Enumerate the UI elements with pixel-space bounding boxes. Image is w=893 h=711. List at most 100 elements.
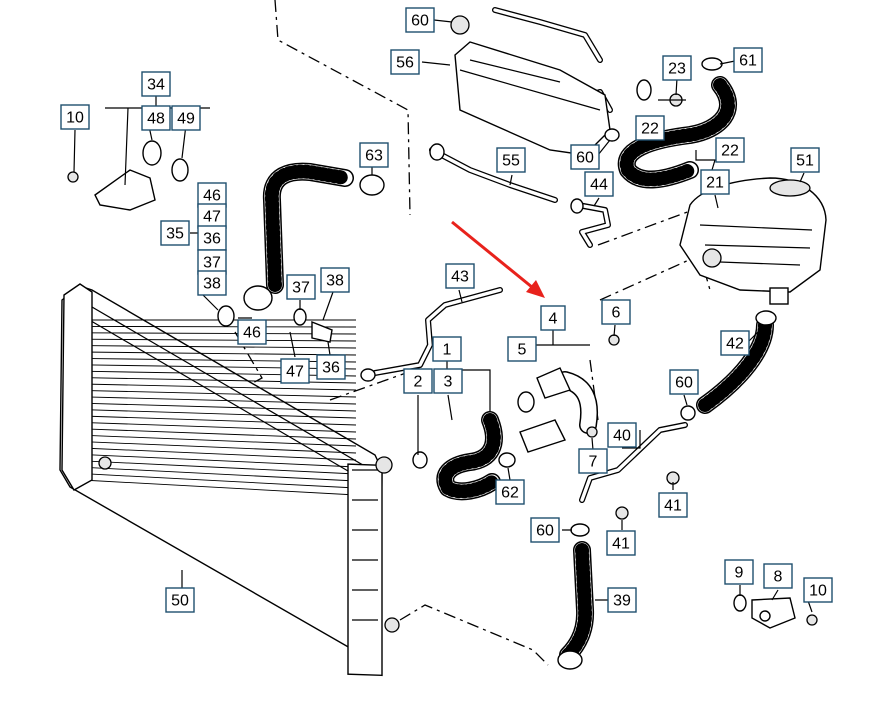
callout-box xyxy=(433,368,463,394)
callout-22: 22 xyxy=(635,115,665,141)
callout-box xyxy=(390,49,420,75)
callout-49: 49 xyxy=(171,105,201,131)
callout-41: 41 xyxy=(658,492,688,518)
callout-38: 38 xyxy=(320,267,350,293)
callout-38: 38 xyxy=(197,270,227,296)
callout-number: 22 xyxy=(641,121,659,138)
callout-box xyxy=(607,422,637,448)
callout-61: 61 xyxy=(733,47,763,73)
callout-number: 3 xyxy=(444,374,453,391)
callout-60: 60 xyxy=(405,7,435,33)
callout-box xyxy=(171,105,201,131)
callout-4: 4 xyxy=(540,305,566,331)
callout-number: 10 xyxy=(66,110,84,127)
callout-box xyxy=(403,368,433,394)
callout-60: 60 xyxy=(570,144,600,170)
callout-number: 41 xyxy=(612,536,630,553)
callout-8: 8 xyxy=(763,563,793,589)
callout-number: 36 xyxy=(322,360,340,377)
callout-46: 46 xyxy=(237,319,267,345)
callout-number: 23 xyxy=(668,61,686,78)
callout-number: 48 xyxy=(147,111,165,128)
callout-number: 51 xyxy=(796,153,814,170)
callout-22: 22 xyxy=(715,137,745,163)
callout-box xyxy=(160,220,190,246)
callout-box xyxy=(570,144,600,170)
callout-box xyxy=(635,115,665,141)
callout-10: 10 xyxy=(60,104,90,130)
callout-box xyxy=(405,7,435,33)
callout-23: 23 xyxy=(662,55,692,81)
callout-34: 34 xyxy=(141,71,171,97)
callout-number: 46 xyxy=(203,188,221,205)
callout-number: 5 xyxy=(518,342,527,359)
callout-48: 48 xyxy=(141,105,171,131)
callout-number: 41 xyxy=(664,498,682,515)
callout-number: 49 xyxy=(177,111,195,128)
callout-box xyxy=(320,267,350,293)
callout-box xyxy=(700,169,730,195)
callout-box xyxy=(669,369,699,395)
callout-box xyxy=(60,104,90,130)
callout-number: 42 xyxy=(726,336,744,353)
callout-number: 40 xyxy=(613,428,631,445)
callout-36: 36 xyxy=(197,225,227,251)
hoses xyxy=(262,76,774,664)
callout-number: 63 xyxy=(365,148,383,165)
callout-box xyxy=(197,270,227,296)
callout-46: 46 xyxy=(197,182,227,208)
callout-box xyxy=(658,492,688,518)
components xyxy=(67,15,827,670)
callout-47: 47 xyxy=(280,358,310,384)
callout-box xyxy=(601,299,631,325)
callout-number: 47 xyxy=(286,364,304,381)
callout-box xyxy=(359,142,389,168)
callout-box xyxy=(197,182,227,208)
callout-47: 47 xyxy=(197,203,227,229)
callout-39: 39 xyxy=(607,587,637,613)
callout-box xyxy=(495,479,525,505)
callout-35: 35 xyxy=(160,220,190,246)
callout-number: 22 xyxy=(721,143,739,160)
callout-number: 38 xyxy=(326,273,344,290)
callout-number: 44 xyxy=(590,177,608,194)
callout-60: 60 xyxy=(669,369,699,395)
callout-box xyxy=(445,263,475,289)
callout-box xyxy=(724,559,754,585)
callout-box xyxy=(432,336,462,362)
callout-63: 63 xyxy=(359,142,389,168)
callout-36: 36 xyxy=(316,354,346,380)
callout-box xyxy=(584,171,614,197)
callout-box xyxy=(237,319,267,345)
callout-2: 2 xyxy=(403,368,433,394)
callout-6: 6 xyxy=(601,299,631,325)
callout-number: 10 xyxy=(809,583,827,600)
callout-number: 21 xyxy=(706,175,724,192)
callout-3: 3 xyxy=(433,368,463,394)
callout-box xyxy=(141,71,171,97)
callout-number: 1 xyxy=(443,342,452,359)
callout-number: 55 xyxy=(502,153,520,170)
callout-number: 37 xyxy=(203,255,221,272)
callout-box xyxy=(803,577,833,603)
callout-box xyxy=(141,105,171,131)
callout-number: 43 xyxy=(451,269,469,286)
callout-box xyxy=(507,336,537,362)
callout-44: 44 xyxy=(584,171,614,197)
pipes xyxy=(372,7,688,503)
callout-number: 60 xyxy=(411,13,429,30)
callout-number: 61 xyxy=(739,53,757,70)
callout-62: 62 xyxy=(495,479,525,505)
callout-50: 50 xyxy=(165,587,195,613)
callout-box xyxy=(165,587,195,613)
callout-42: 42 xyxy=(720,330,750,356)
callout-43: 43 xyxy=(445,263,475,289)
callout-box xyxy=(197,203,227,229)
callout-box xyxy=(733,47,763,73)
callout-box xyxy=(280,358,310,384)
callout-number: 62 xyxy=(501,485,519,502)
callout-number: 38 xyxy=(203,276,221,293)
callout-10: 10 xyxy=(803,577,833,603)
